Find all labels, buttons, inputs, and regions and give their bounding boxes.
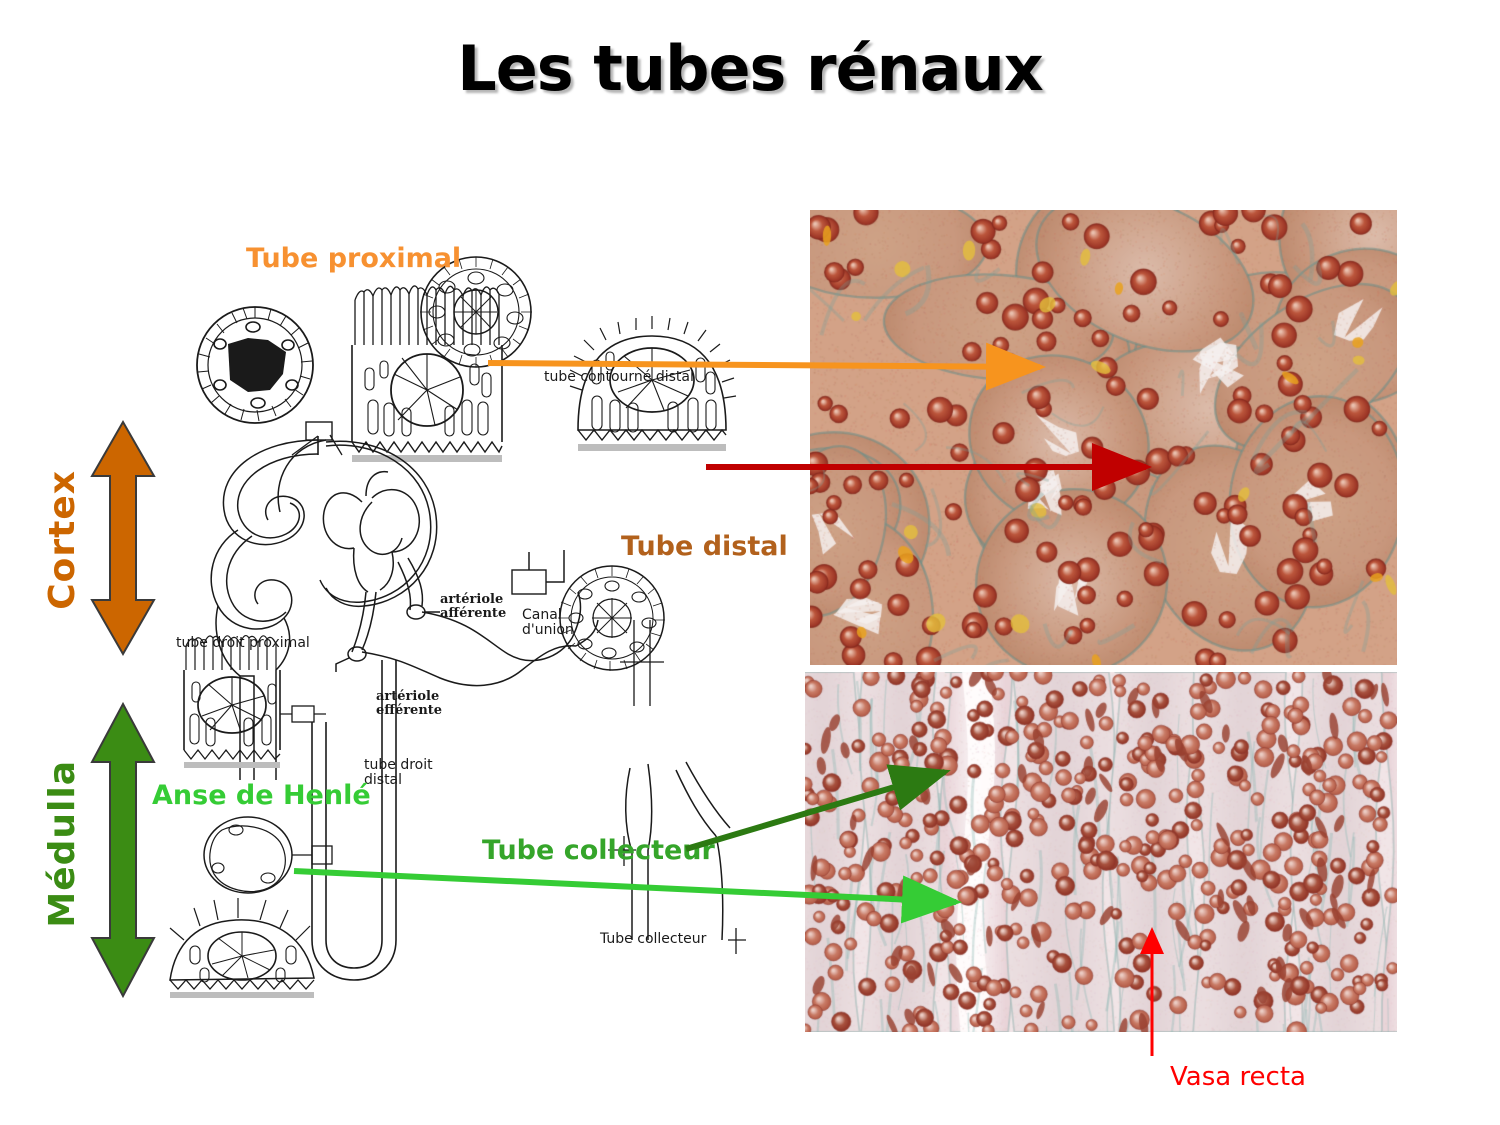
collecting-cross-section-right — [558, 565, 665, 671]
callout-tube-proximal: Tube proximal — [246, 243, 462, 274]
thin-limb-cell — [169, 898, 315, 998]
callout-tube-distal: Tube distal — [621, 531, 788, 562]
diagram-label-canal-union: Canal d'union — [522, 608, 574, 637]
proximal-cell-drawing — [351, 285, 503, 462]
diagram-label-arteriole-efferente: artériole efférente — [376, 690, 442, 717]
distal-path — [361, 550, 599, 687]
cortex-histology-image — [810, 210, 1397, 665]
page-title: Les tubes rénaux — [457, 32, 1043, 105]
diagram-label-tube-contourne-distal: tube contourné distal — [544, 369, 694, 385]
diagram-label-arteriole-afferente: artériole afférente — [440, 593, 506, 620]
thin-limb-cross-section — [203, 816, 293, 894]
callout-anse-de-henle: Anse de Henlé — [152, 780, 371, 811]
distal-cell-drawing — [569, 316, 737, 451]
arterioles — [335, 557, 440, 672]
distal-cross-section-upper — [420, 256, 532, 368]
arteriole-afferente-line2: afférente — [440, 605, 507, 621]
glomerulus — [277, 439, 438, 608]
convoluted-tubule — [210, 439, 319, 780]
diagram-label-tube-droit-distal: tube droit distal — [364, 758, 433, 787]
zone-label-cortex: Cortex — [42, 470, 83, 610]
diagram-label-tube-collecteur-small: Tube collecteur — [600, 931, 707, 947]
medulla-histology-image — [805, 672, 1397, 1032]
arteriole-efferente-line1: artériole — [376, 689, 440, 704]
callout-vasa-recta: Vasa recta — [1170, 1062, 1306, 1092]
canal-union-line2: d'union — [522, 621, 574, 638]
arteriole-afferente-line1: artériole — [440, 592, 504, 607]
cortex-double-arrow — [90, 419, 156, 657]
arteriole-efferente-line2: efférente — [376, 702, 443, 718]
callout-tube-collecteur: Tube collecteur — [482, 835, 715, 866]
proximal-cross-section — [196, 306, 314, 424]
tube-droit-distal-line1: tube droit — [364, 757, 433, 773]
nephron-line-diagram: tube contourné distal tube droit proxima… — [140, 240, 780, 1000]
zone-label-medulla: Médulla — [42, 760, 83, 928]
medulla-double-arrow — [90, 701, 156, 999]
canal-union-line1: Canal — [522, 607, 562, 623]
tube-droit-distal-line2: distal — [364, 771, 403, 788]
diagram-label-tube-droit-proximal: tube droit proximal — [176, 635, 310, 651]
henle-loop — [311, 660, 397, 981]
proximal-straight-cell — [183, 634, 281, 768]
